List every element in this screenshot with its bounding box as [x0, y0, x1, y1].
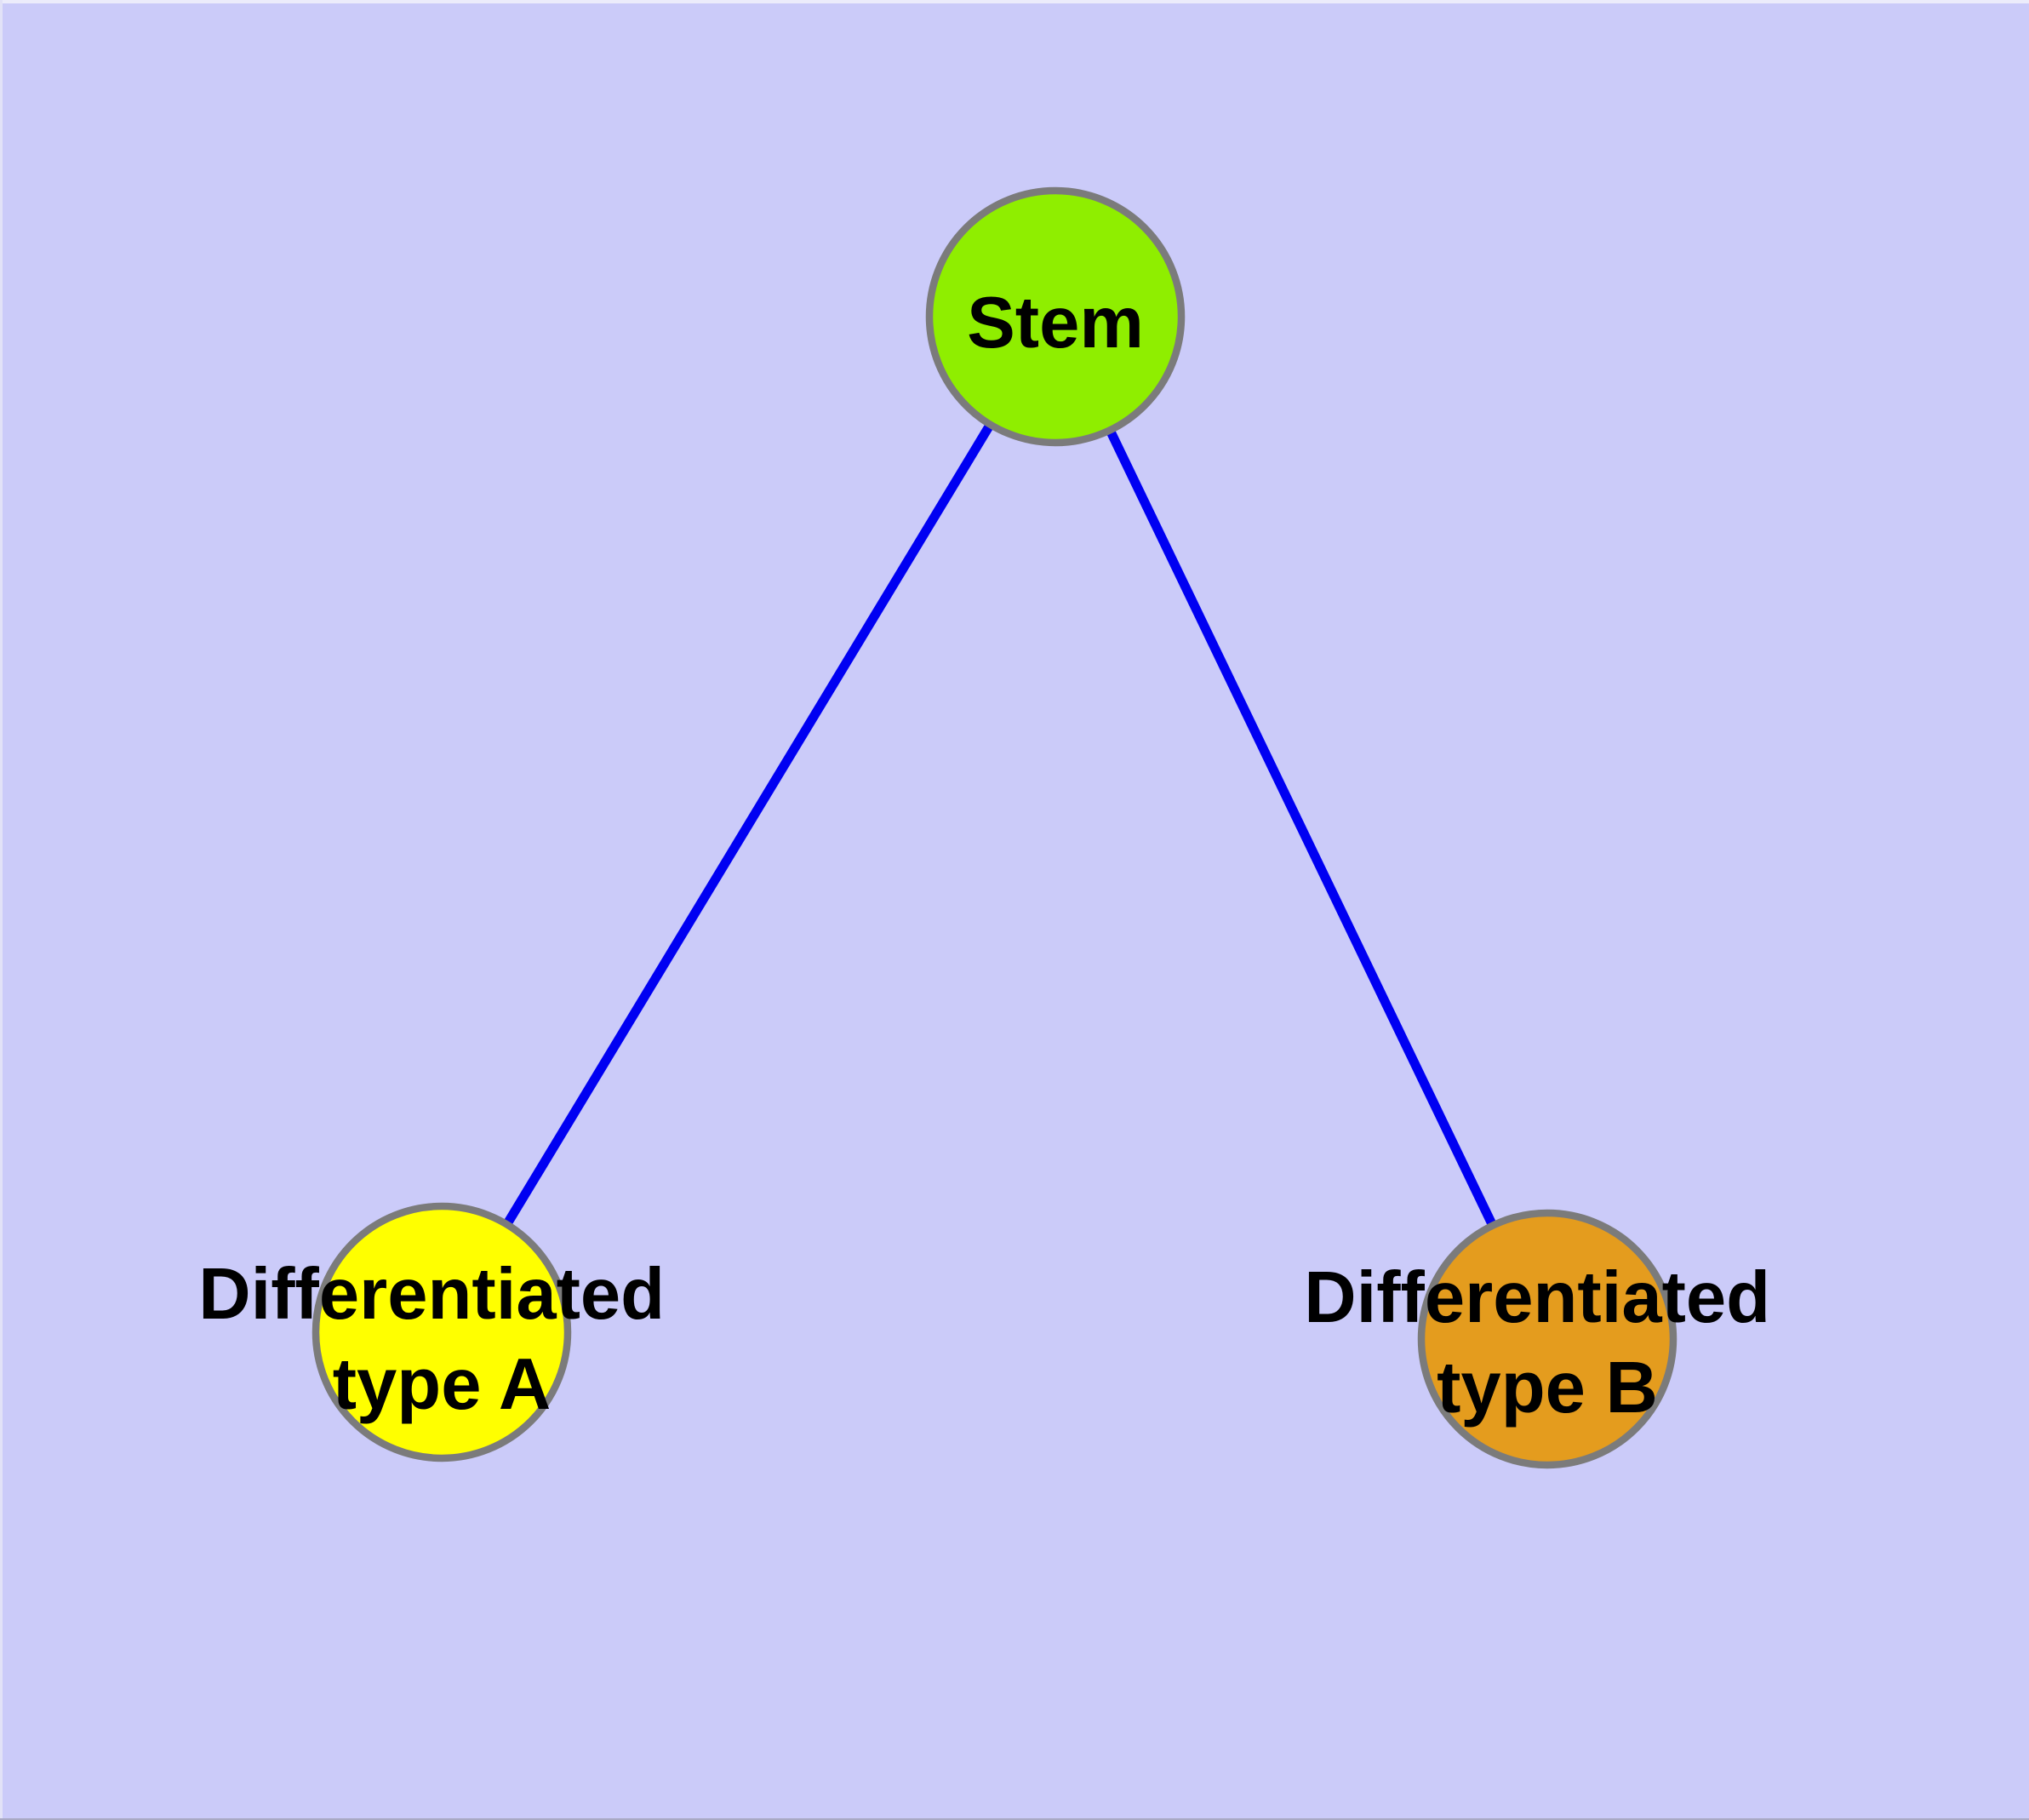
window-top-edge: [0, 0, 2029, 3]
node-stem: [925, 186, 1186, 447]
node-differentiated-type-b: [1417, 1209, 1677, 1469]
window-left-edge: [0, 0, 3, 1820]
edge-stem-to-type-b: [1051, 314, 1552, 1342]
node-label-type-a-line1: Differentiated: [198, 1254, 665, 1335]
window-bottom-edge: [0, 1818, 2029, 1820]
node-label-type-b-line1: Differentiated: [1304, 1257, 1770, 1338]
node-label-differentiated-type-a: Differentiated type A: [198, 1254, 684, 1425]
node-differentiated-type-a: [311, 1202, 572, 1462]
node-label-type-a-line2: type A: [333, 1344, 552, 1425]
node-label-differentiated-type-b: Differentiated type B: [1304, 1257, 1790, 1428]
node-label-type-b-line2: type B: [1437, 1348, 1658, 1428]
edge-stem-to-type-a: [437, 314, 1060, 1335]
node-label-stem: Stem: [967, 283, 1144, 363]
